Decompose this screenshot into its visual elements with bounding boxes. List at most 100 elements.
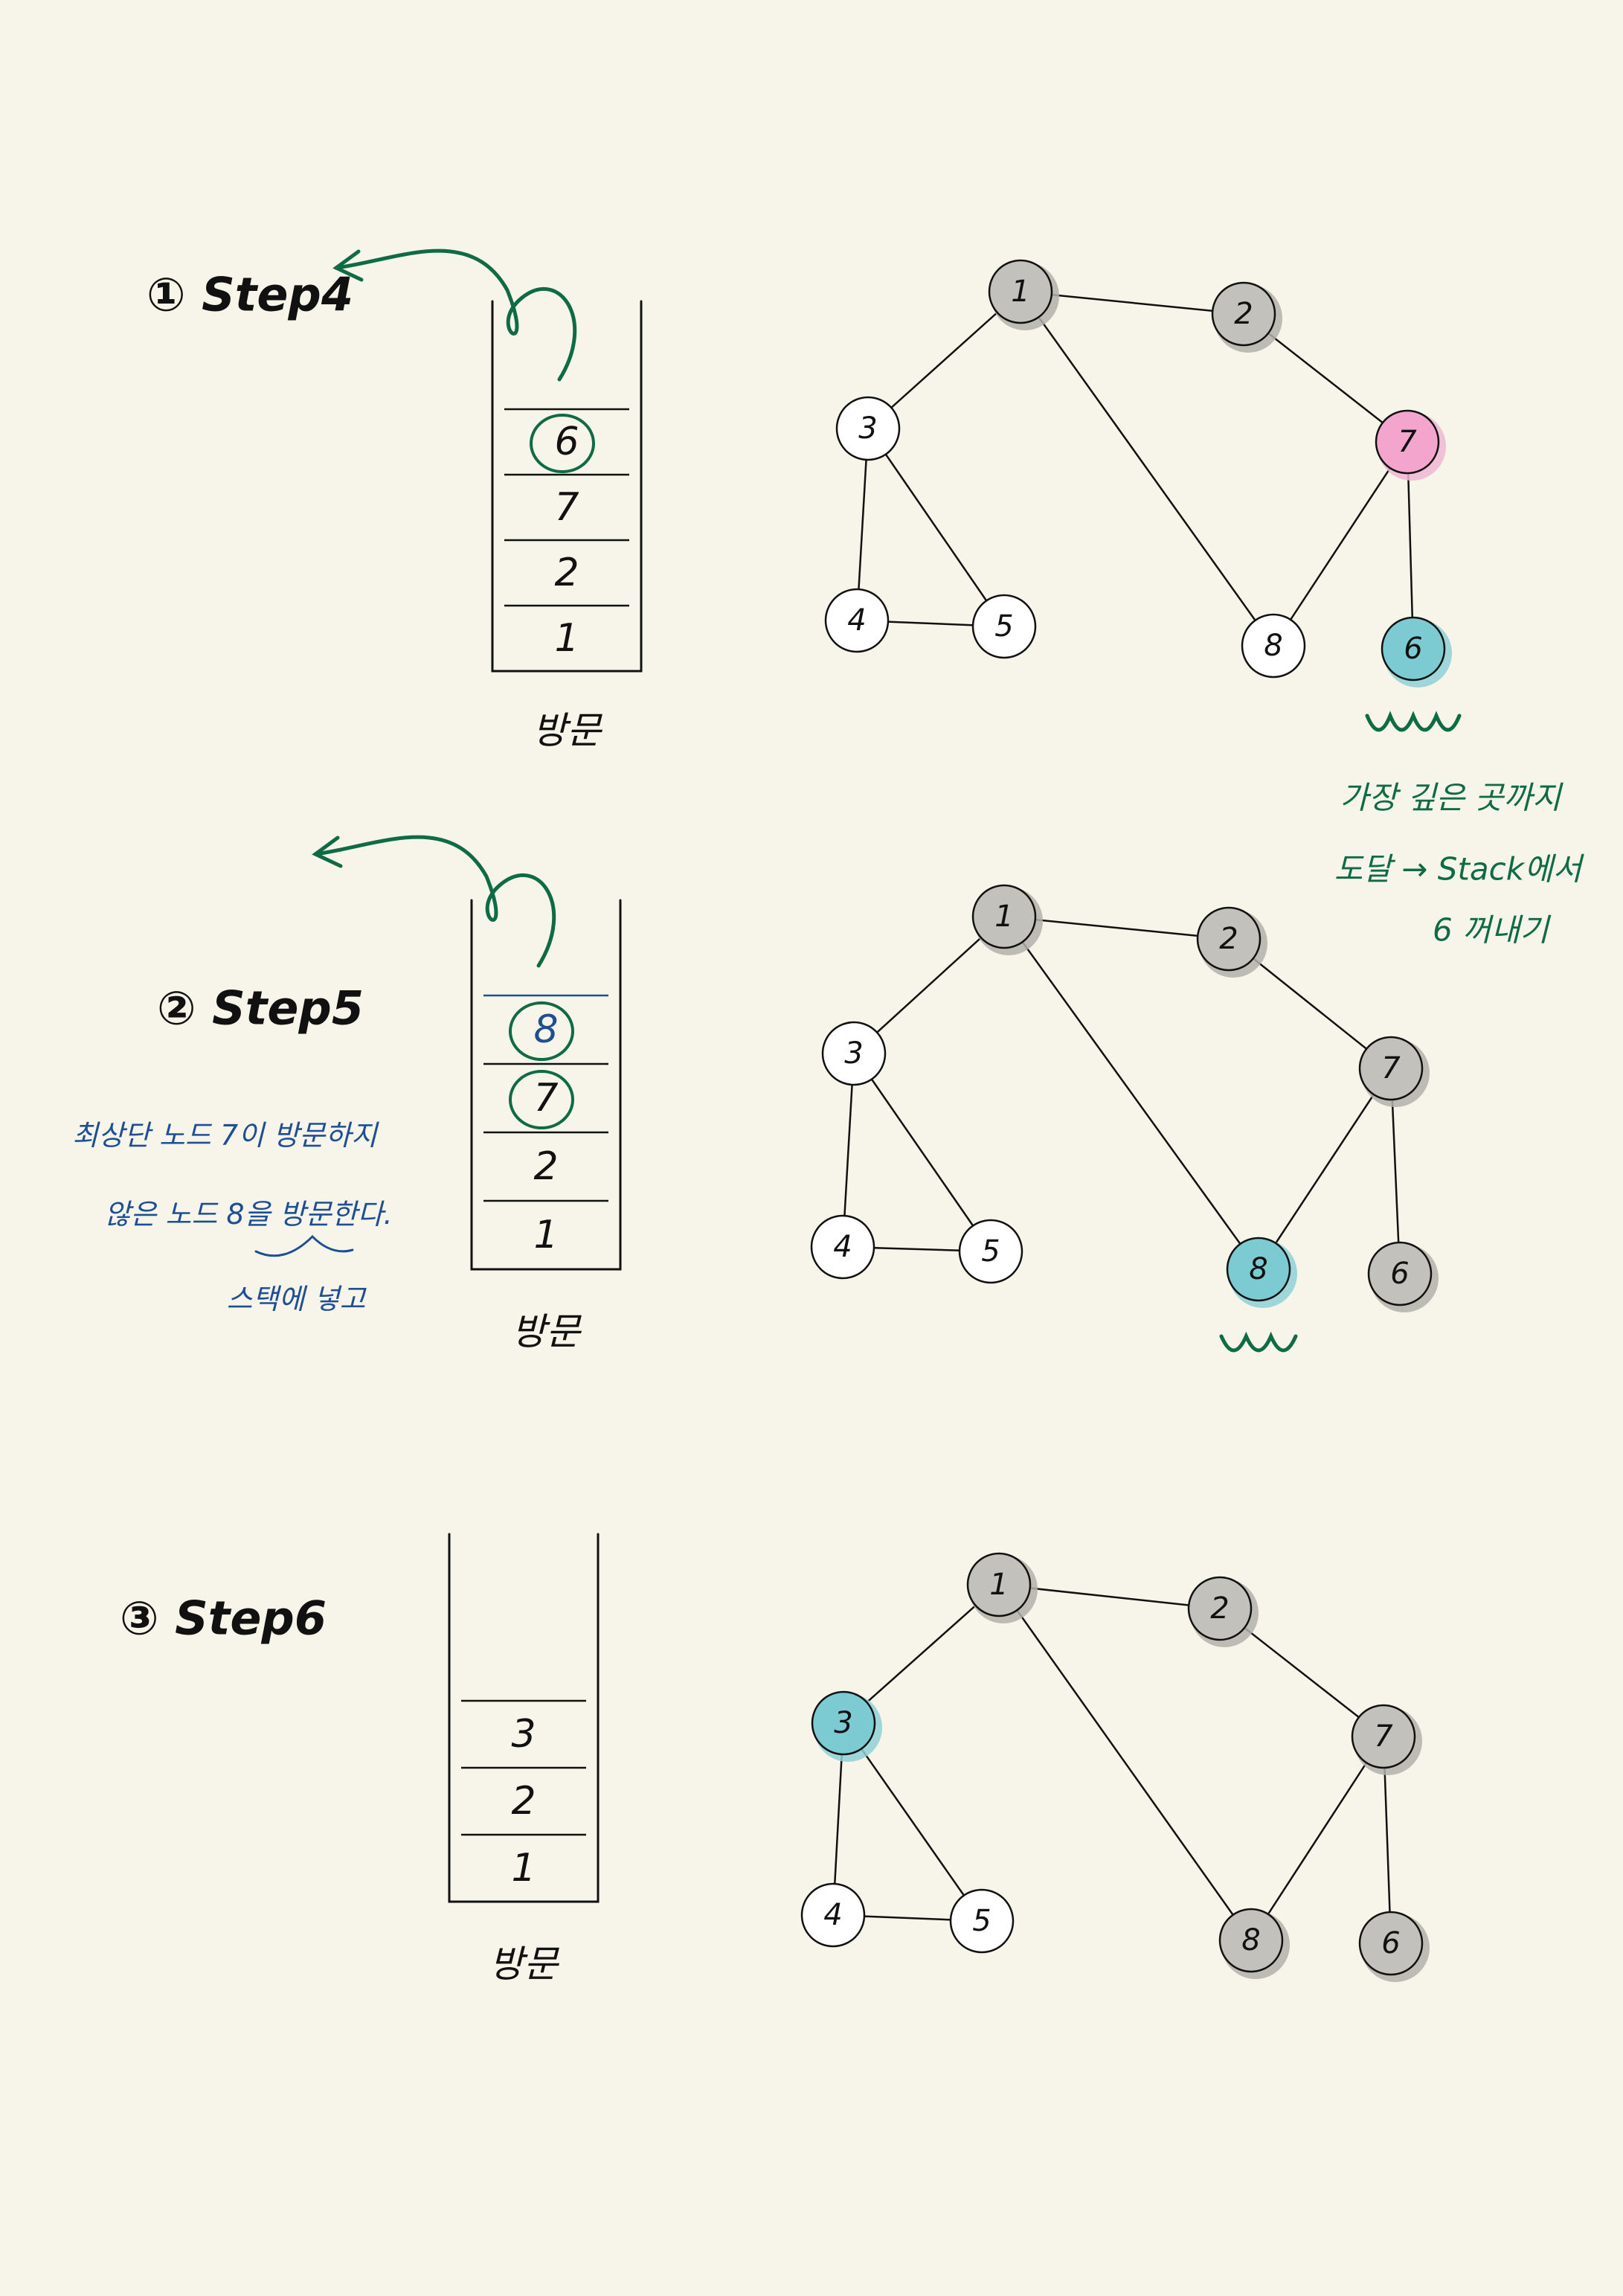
graph-node-2: 2 (1196, 906, 1267, 978)
node-circle (1375, 409, 1440, 475)
node-label: 6 (1381, 1926, 1400, 1960)
node-label: 6 (1404, 632, 1422, 666)
graph-node-2: 2 (1187, 1576, 1259, 1647)
graph-node-5: 5 (949, 1888, 1015, 1954)
node-circle (821, 1021, 887, 1086)
node-label: 5 (981, 1234, 1000, 1269)
node-label: 2 (1210, 1591, 1229, 1626)
node-label: 1 (989, 1568, 1008, 1602)
graph-node-7: 7 (1351, 1704, 1422, 1775)
node-label: 7 (1398, 425, 1417, 459)
step-title: ③ Step6 (120, 1591, 327, 1646)
node-circle (966, 1552, 1032, 1617)
graph-edge (1003, 916, 1260, 1270)
graph-edge (867, 291, 1021, 429)
graph-edge (867, 428, 1006, 627)
pop-arrow-head (312, 836, 343, 868)
node-circle (835, 396, 901, 461)
node-circle (1351, 1704, 1416, 1769)
node-label: 2 (1219, 922, 1238, 956)
node-circle (1187, 1576, 1253, 1641)
graph-node-3: 3 (835, 396, 901, 461)
node-circle (971, 594, 1037, 659)
pop-arrow-head (332, 249, 364, 282)
node-label: 1 (1011, 275, 1029, 309)
node-circle (824, 588, 890, 653)
step-title: ② Step5 (157, 981, 364, 1036)
graph-node-8: 8 (1226, 1237, 1297, 1308)
graph-node-1: 1 (966, 1552, 1038, 1623)
graph-edge (852, 1053, 992, 1252)
graph-node-1: 1 (971, 884, 1043, 955)
stack-label: 방문 (533, 709, 603, 752)
node-underline-squiggle (1219, 1331, 1298, 1353)
stack-item: 1 (554, 616, 579, 661)
stack-label: 방문 (489, 1943, 560, 1986)
graph-edge (841, 1053, 855, 1248)
node-label: 3 (858, 411, 877, 446)
node-label: 6 (1390, 1257, 1409, 1291)
stack-item: 6 (554, 420, 579, 464)
node-circle (1241, 613, 1306, 679)
pop-arrow (334, 248, 577, 382)
stack-container (448, 1533, 600, 1903)
graph-node-8: 8 (1218, 1908, 1290, 1979)
step-title: ① Step4 (147, 268, 353, 322)
graph-node-4: 4 (810, 1214, 875, 1280)
note-underline (254, 1234, 354, 1257)
node-label: 1 (994, 900, 1013, 934)
node-circle (1211, 281, 1276, 347)
graph-node-8: 8 (1241, 613, 1306, 679)
node-circle (1358, 1036, 1424, 1101)
graph-node-7: 7 (1375, 409, 1446, 481)
stack-item: 2 (533, 1144, 558, 1189)
stack-item: 1 (511, 1846, 536, 1891)
stack-item: 7 (533, 1076, 558, 1120)
note-line: 스택에 넣고 (227, 1283, 367, 1315)
note-line: 가장 깊은 곳까지 (1340, 780, 1563, 816)
node-underline-squiggle (1365, 711, 1462, 732)
node-circle (988, 259, 1053, 324)
node-circle (1381, 616, 1446, 682)
node-label: 4 (823, 1898, 842, 1932)
graph-node-3: 3 (811, 1690, 882, 1762)
stack-item-circle (509, 1070, 574, 1129)
graph-node-2: 2 (1211, 281, 1282, 353)
stack-item-circle (509, 1001, 574, 1061)
node-circle (810, 1214, 875, 1280)
note-line: 도달 → Stack에서 (1334, 851, 1585, 888)
node-label: 3 (844, 1036, 863, 1071)
graph-node-6: 6 (1381, 616, 1452, 687)
graph-node-4: 4 (824, 588, 890, 653)
node-label: 4 (833, 1230, 852, 1264)
node-label: 5 (972, 1904, 991, 1938)
stack-label: 방문 (512, 1310, 582, 1353)
graph-node-3: 3 (821, 1021, 887, 1086)
graph-edge (1272, 441, 1409, 647)
graph-node-7: 7 (1358, 1036, 1430, 1107)
stack-container (491, 300, 643, 673)
pop-arrow (313, 835, 556, 968)
stack-item: 1 (533, 1213, 558, 1257)
graph-node-1: 1 (988, 259, 1059, 330)
node-label: 8 (1249, 1252, 1267, 1286)
graph-edge (1250, 1736, 1385, 1941)
graph-node-6: 6 (1358, 1911, 1430, 1982)
node-circle (1196, 906, 1262, 972)
note-line: 최상단 노드 7이 방문하지 (72, 1119, 379, 1152)
stack-item: 7 (554, 485, 579, 530)
graph-edge (843, 1584, 1000, 1724)
node-label: 3 (834, 1706, 852, 1740)
node-label: 7 (1381, 1051, 1401, 1086)
node-label: 5 (994, 609, 1013, 644)
node-label: 2 (1234, 297, 1253, 331)
stack-item: 8 (533, 1007, 558, 1052)
graph-node-5: 5 (958, 1219, 1023, 1284)
node-circle (811, 1690, 876, 1756)
node-circle (1226, 1237, 1291, 1302)
node-circle (1367, 1241, 1433, 1306)
graph-node-6: 6 (1367, 1241, 1439, 1312)
